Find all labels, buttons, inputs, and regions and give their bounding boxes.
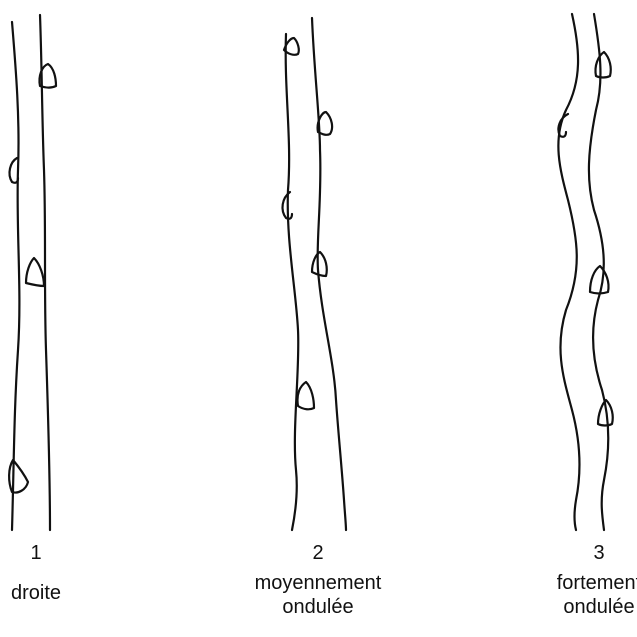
stem-strongly-wavy-left-edge [558, 14, 579, 530]
stem-straight [9, 15, 56, 530]
stem-straight-left-edge [12, 22, 19, 530]
stem-moderately-wavy-left-edge [286, 34, 299, 530]
bud-3c [590, 266, 609, 294]
stem-label-2-line-2: ondulée [218, 595, 418, 619]
caption-stem-1: 1 droite [0, 541, 136, 605]
stem-label-3-line-1: fortement [499, 571, 637, 595]
bud-1d [9, 460, 28, 493]
bud-1c [26, 258, 44, 286]
caption-stem-3: 3 fortement ondulée [499, 541, 637, 619]
stem-label-3-line-2: ondulée [499, 595, 637, 619]
bud-2e [297, 382, 314, 409]
stem-label-1-line-1: droite [0, 581, 136, 605]
stem-label-2-line-1: moyennement [218, 571, 418, 595]
stem-strongly-wavy [558, 14, 612, 530]
stem-moderately-wavy [283, 18, 346, 530]
bud-3b [558, 114, 568, 137]
stem-number-3: 3 [499, 541, 637, 565]
bud-2d [312, 252, 327, 276]
stem-number-2: 2 [218, 541, 418, 565]
bud-3a [595, 52, 610, 78]
stem-number-1: 1 [0, 541, 136, 565]
caption-stem-2: 2 moyennement ondulée [218, 541, 418, 619]
